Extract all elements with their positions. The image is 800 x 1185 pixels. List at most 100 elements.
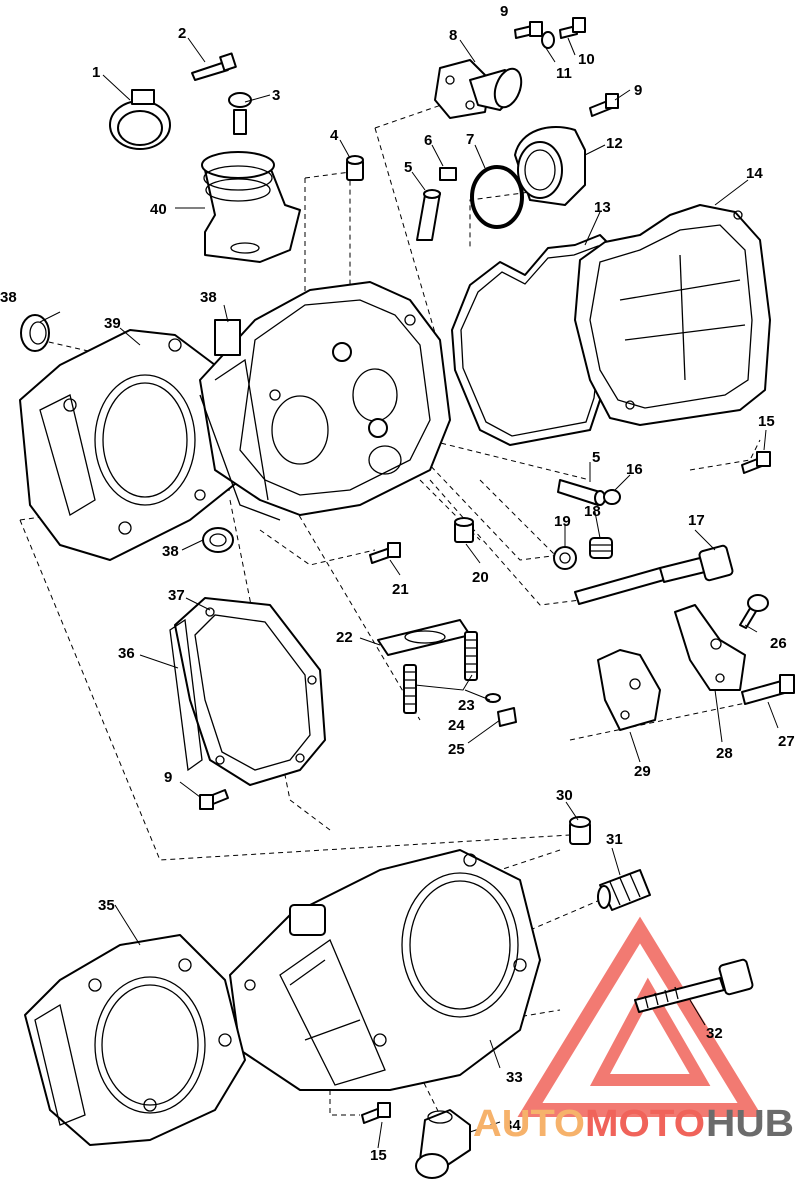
callout-27: 27: [778, 733, 795, 750]
callout-5-right: 5: [592, 449, 600, 466]
callout-8: 8: [449, 27, 457, 44]
callout-1: 1: [92, 64, 100, 81]
callout-4: 4: [330, 127, 339, 144]
intake-boot: [201, 151, 301, 263]
bolt-27: [741, 674, 795, 705]
callout-9-mid: 9: [634, 82, 642, 99]
callout-26: 26: [770, 635, 787, 652]
watermark-hub: HUB: [706, 1103, 794, 1145]
dowel-20: [454, 517, 474, 543]
washer-24: [485, 693, 501, 703]
callout-36: 36: [118, 645, 135, 662]
head-gasket-39: [19, 329, 241, 561]
dowel-pin-4: [346, 155, 364, 181]
callout-12: 12: [606, 135, 623, 152]
side-cover-37: [174, 597, 326, 786]
callout-28: 28: [716, 745, 733, 762]
bolt-26: [739, 594, 769, 629]
callout-38-lower: 38: [162, 543, 179, 560]
bracket-29: [597, 649, 661, 731]
callout-38-left: 38: [0, 289, 17, 306]
bolt-3: [228, 92, 252, 135]
watermark-logo: [517, 916, 763, 1117]
side-gasket-36: [169, 618, 203, 772]
callout-24: 24: [448, 717, 465, 734]
fitting-31: [597, 869, 651, 911]
callout-33: 33: [506, 1069, 523, 1086]
callout-20: 20: [472, 569, 489, 586]
dowel-30: [569, 816, 591, 845]
callout-11: 11: [556, 65, 572, 82]
callout-32: 32: [706, 1025, 723, 1042]
washer-19: [553, 546, 577, 570]
callout-5-top: 5: [404, 159, 412, 176]
o-ring-7: [470, 165, 524, 229]
callout-2: 2: [178, 25, 186, 42]
alignment-lines: [19, 94, 761, 1116]
callout-3: 3: [272, 87, 280, 104]
seal-38-lower: [202, 527, 234, 553]
callout-9-top: 9: [500, 3, 508, 20]
bolt-15-right: [741, 451, 771, 474]
bolt-9-lower: [199, 789, 229, 810]
cap-18: [589, 537, 613, 559]
callout-7: 7: [466, 131, 474, 148]
callout-labels: 1 2 3 4 5 6 7 8 9 10 11 9 12 13 14 15 5 …: [0, 3, 795, 1164]
callout-9-lower: 9: [164, 769, 172, 786]
callout-13: 13: [594, 199, 611, 216]
callout-34: 34: [504, 1117, 521, 1134]
valve-seal-16: [603, 489, 621, 505]
bolt-9-mid: [589, 93, 619, 117]
valve-cover-14: [574, 204, 771, 426]
washer-11: [541, 31, 555, 49]
long-bolt-17: [574, 544, 734, 605]
callout-25: 25: [448, 741, 465, 758]
callout-17: 17: [688, 512, 705, 529]
bolt-15-lower: [361, 1102, 391, 1124]
bracket-28: [674, 604, 746, 691]
stud-23-right: [464, 631, 478, 681]
callout-15-lower: 15: [370, 1147, 387, 1164]
callout-31: 31: [606, 831, 623, 848]
callout-6: 6: [424, 132, 432, 149]
hose-clamp: [109, 89, 171, 150]
valve-guide-5-right: [557, 479, 606, 506]
bolt-10: [559, 17, 586, 39]
watermark-auto: AUTO: [473, 1103, 585, 1145]
bolt-2: [191, 52, 237, 81]
seal-38-left: [20, 314, 50, 352]
callout-38-center: 38: [200, 289, 217, 306]
stud-23-left: [403, 664, 417, 714]
callout-18: 18: [584, 503, 601, 520]
callout-30: 30: [556, 787, 573, 804]
water-outlet-8: [434, 59, 523, 119]
callout-35: 35: [98, 897, 115, 914]
base-gasket-35: [24, 934, 246, 1146]
long-bolt-32: [634, 958, 754, 1013]
callout-23: 23: [458, 697, 475, 714]
callout-37: 37: [168, 587, 185, 604]
elbow-fitting-34: [415, 1109, 471, 1179]
exhaust-gasket-22: [377, 619, 471, 656]
callout-14: 14: [746, 165, 763, 182]
callout-19: 19: [554, 513, 571, 530]
bolt-21: [369, 542, 401, 564]
callout-15-right: 15: [758, 413, 775, 430]
callout-22: 22: [336, 629, 353, 646]
bolt-9-top: [514, 21, 543, 39]
callout-29: 29: [634, 763, 651, 780]
callout-39: 39: [104, 315, 121, 332]
warning-triangle-logo-icon: [517, 916, 763, 1117]
cylinder-head: [199, 281, 451, 521]
nut-25: [497, 707, 517, 727]
watermark-moto: MOTO: [585, 1103, 705, 1145]
callout-16: 16: [626, 461, 643, 478]
leader-lines: [39, 37, 779, 1149]
thermostat-housing-12: [514, 126, 586, 206]
callout-21: 21: [392, 581, 409, 598]
cylinder-33: [229, 849, 541, 1091]
callout-40: 40: [150, 201, 167, 218]
callout-10: 10: [578, 51, 595, 68]
watermark-text: AUTO MOTO HUB: [473, 1103, 794, 1145]
